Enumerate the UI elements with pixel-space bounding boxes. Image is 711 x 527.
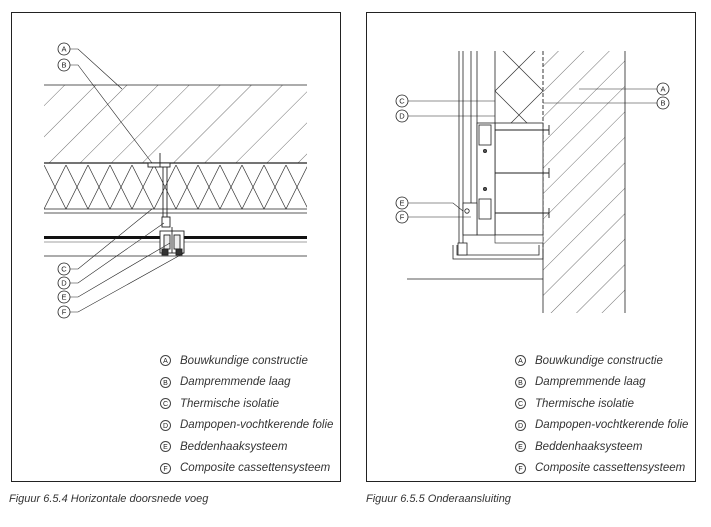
- legend-label: Thermische isolatie: [180, 397, 280, 410]
- callout-d: D: [395, 109, 409, 123]
- callout-b: B: [57, 58, 71, 72]
- legend-label: Beddenhaaksysteem: [180, 440, 288, 453]
- leader-lines: [407, 88, 657, 218]
- svg-text:C: C: [61, 265, 67, 274]
- callout-f: F: [395, 210, 409, 224]
- legend-label: Dampremmende laag: [535, 376, 646, 389]
- legend-key-badge: D: [160, 419, 171, 431]
- callout-f: F: [57, 305, 71, 319]
- legend-label: Composite cassettensysteem: [535, 462, 686, 475]
- callout-c: C: [395, 94, 409, 108]
- svg-text:B: B: [61, 61, 66, 70]
- callout-a: A: [57, 42, 71, 56]
- legend-label: Dampopen-vochtkerende folie: [535, 419, 689, 432]
- callout-e: E: [395, 196, 409, 210]
- svg-text:F: F: [62, 308, 67, 317]
- legend-key-badge: C: [515, 398, 526, 410]
- legend-label: Bouwkundige constructie: [180, 354, 308, 367]
- legend-key-badge: D: [515, 419, 526, 431]
- legend-key-badge: B: [160, 376, 171, 388]
- legend-item: C Thermische isolatie: [160, 393, 333, 415]
- legend-key-badge: F: [160, 462, 171, 474]
- legend-label: Bouwkundige constructie: [535, 354, 663, 367]
- callout-b: B: [656, 96, 670, 110]
- legend-label: Beddenhaaksysteem: [535, 440, 643, 453]
- legend-item: F Composite cassettensysteem: [515, 458, 688, 480]
- bottom-connection-drawing: C D E F A B: [395, 51, 670, 313]
- legend-label: Thermische isolatie: [535, 397, 635, 410]
- svg-text:B: B: [660, 99, 665, 108]
- insulation-zigzag: [44, 165, 307, 209]
- legend-key-badge: E: [515, 441, 526, 453]
- hook-bracket: [147, 153, 185, 256]
- figure-caption: Figuur 6.5.4 Horizontale doorsnede voeg: [9, 493, 209, 505]
- legend-item: B Dampremmende laag: [160, 372, 333, 394]
- legend-item: B Dampremmende laag: [515, 372, 688, 394]
- legend-item: D Dampopen-vochtkerende folie: [160, 415, 333, 437]
- legend-key-badge: A: [515, 355, 526, 367]
- legend-label: Dampremmende laag: [180, 376, 291, 389]
- svg-text:E: E: [399, 199, 404, 208]
- svg-text:D: D: [61, 279, 67, 288]
- svg-text:F: F: [400, 213, 405, 222]
- legend-item: E Beddenhaaksysteem: [515, 436, 688, 458]
- legend-item: C Thermische isolatie: [515, 393, 688, 415]
- insulation-zigzag: [495, 51, 543, 123]
- callout-a: A: [656, 82, 670, 96]
- hook-bracket: [495, 125, 550, 218]
- figure-horizontal-joint: A B C D E F A Bouwkundige constructie B Da…: [11, 12, 341, 482]
- figure-caption: Figuur 6.5.5 Onderaansluiting: [366, 493, 511, 505]
- legend-key-badge: C: [160, 398, 171, 410]
- legend-key-badge: E: [160, 441, 171, 453]
- legend-item: F Composite cassettensysteem: [160, 458, 333, 480]
- legend-label: Composite cassettensysteem: [180, 462, 331, 475]
- callout-e: E: [57, 290, 71, 304]
- legend-right: A Bouwkundige constructie B Dampremmende l…: [515, 350, 688, 479]
- legend-left: A Bouwkundige constructie B Dampremmende l…: [160, 350, 333, 479]
- leader-lines: [70, 48, 185, 313]
- legend-item: A Bouwkundige constructie: [515, 350, 688, 372]
- legend-key-badge: A: [160, 355, 171, 367]
- structural-wall: [543, 51, 625, 313]
- svg-text:D: D: [399, 112, 405, 121]
- legend-item: A Bouwkundige constructie: [160, 350, 333, 372]
- svg-text:A: A: [61, 45, 66, 54]
- bottom-tray: [407, 242, 544, 280]
- structural-construction: [44, 85, 307, 163]
- figure-bottom-connection: C D E F A B A Bouwkundige constructie B Da…: [366, 12, 696, 482]
- horizontal-joint-drawing: A B C D E F: [44, 42, 307, 319]
- svg-text:C: C: [399, 97, 405, 106]
- callout-c: C: [57, 262, 71, 276]
- legend-key-badge: F: [515, 462, 526, 474]
- legend-item: D Dampopen-vochtkerende folie: [515, 415, 688, 437]
- svg-text:A: A: [660, 85, 665, 94]
- callout-d: D: [57, 276, 71, 290]
- cassette-profile: [458, 51, 496, 255]
- legend-key-badge: B: [515, 376, 526, 388]
- legend-item: E Beddenhaaksysteem: [160, 436, 333, 458]
- svg-text:E: E: [61, 293, 66, 302]
- legend-label: Dampopen-vochtkerende folie: [180, 419, 334, 432]
